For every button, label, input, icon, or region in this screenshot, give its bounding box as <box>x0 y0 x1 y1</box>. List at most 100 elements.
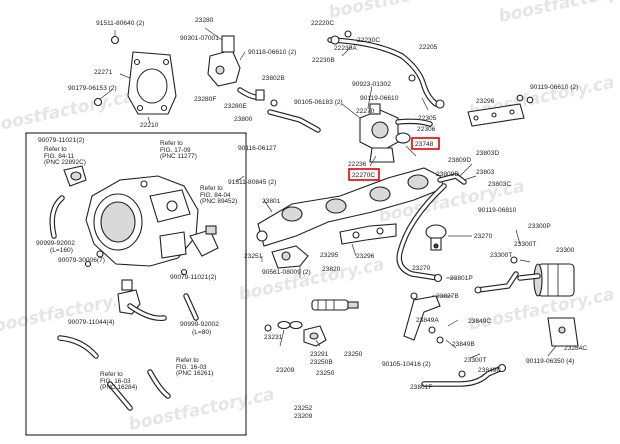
part-label: 90105-06183 (2) <box>294 99 343 106</box>
leader-line <box>315 339 321 347</box>
bolt-part <box>526 96 534 104</box>
injector-gasket-part <box>467 103 525 127</box>
throttle-gasket-part <box>127 51 177 115</box>
part-label: 23300 <box>556 247 575 254</box>
part-label: 23809D <box>436 171 459 178</box>
watermark: boostfactory.ca <box>497 0 620 27</box>
part-label: 23209 <box>294 413 313 420</box>
part-label: 91511-80845 (2) <box>228 179 276 186</box>
part-label: 22306 <box>417 126 436 133</box>
part-label: 23803D <box>476 150 499 157</box>
part-label: 90079-11044(4) <box>68 319 114 326</box>
part-label: 22230B <box>312 57 335 64</box>
throttle-position-sensor-part <box>189 225 219 257</box>
watermark: boostfactory.ca <box>127 384 276 434</box>
part-label: 23251 <box>244 253 263 260</box>
part-label: 23252 <box>294 405 313 412</box>
leader-line <box>99 89 113 100</box>
part-label: 22230A <box>334 45 357 52</box>
hose-connector-part <box>395 118 433 144</box>
part-label: 23270 <box>412 265 431 272</box>
fuel-return-pipe-part <box>396 183 447 283</box>
note-label: Refer to <box>44 146 67 153</box>
fuel-pipe-end-part <box>438 174 466 184</box>
part-label: 90116-06127 <box>238 145 277 152</box>
pressure-regulator-part <box>425 224 447 251</box>
clip-part <box>474 286 482 294</box>
part-label: 23849C <box>478 367 501 374</box>
throttle-body-part <box>85 175 199 267</box>
part-label: 23820 <box>322 266 341 273</box>
part-label: 22271 <box>94 69 113 76</box>
part-label: 90079-30006(7) <box>58 257 105 264</box>
part-label: 23809D <box>448 157 471 164</box>
leader-line <box>204 27 223 41</box>
part-label: 90999-92002 <box>180 321 219 328</box>
bolt-part <box>110 35 120 45</box>
part-label: 23250 <box>344 351 363 358</box>
part-label: 23284C <box>564 345 587 352</box>
note-label: FIG. 16-03 <box>176 364 207 371</box>
note-label: FIG. 16-03 <box>100 378 131 385</box>
part-label: 22220C <box>311 20 334 27</box>
note-label: Refer to <box>100 371 123 378</box>
part-label: 23801 <box>262 198 281 205</box>
note-label: Refer to <box>176 357 199 364</box>
clip-part <box>84 260 92 268</box>
part-label: 90119-06810 <box>478 207 517 214</box>
part-label: 90561-08009 (2) <box>262 269 311 276</box>
part-label: 23300P <box>528 223 551 230</box>
part-number-labels: 91511-80640 (2) 23280 90301-07001 90118-… <box>36 17 587 420</box>
air-valve-part <box>359 103 399 163</box>
leader-line <box>119 73 131 79</box>
part-label: 23849A <box>416 317 439 324</box>
part-label: 90105-10416 (2) <box>382 361 431 368</box>
part-label: 90179-06153 (2) <box>68 85 117 92</box>
part-label: 23209 <box>276 367 295 374</box>
note-label: (PNC 16284) <box>100 384 137 391</box>
breather-hose-part <box>327 30 445 109</box>
part-label: 22230C <box>357 37 380 44</box>
injector-seal-part <box>339 223 397 245</box>
fuel-filter-part <box>517 263 575 297</box>
part-label: 23849C <box>468 318 491 325</box>
part-label: 23270 <box>474 233 493 240</box>
watermark: boostfactory.ca <box>0 86 136 136</box>
note-label: FIG. 84-11 <box>44 153 75 160</box>
fuel-feed-hose-part <box>421 363 507 387</box>
air-pipe-part <box>237 87 321 133</box>
watermark: boostfactory.ca <box>327 0 476 23</box>
part-label: 22305 <box>418 115 437 122</box>
fuel-injector-part <box>311 299 359 311</box>
throttle-hose-part <box>49 195 199 411</box>
part-label: 22270C <box>352 172 375 179</box>
note-label: (PNC 16261) <box>176 370 213 377</box>
part-label: 23280F <box>194 96 216 103</box>
part-label: 23827B <box>436 293 459 300</box>
part-label: 23300T <box>464 357 486 364</box>
bolt-part <box>93 97 103 107</box>
part-label: 23803C <box>488 181 511 188</box>
injector-insulator-part <box>271 245 309 269</box>
note-label: (PNC 11277) <box>160 153 197 160</box>
part-label: 90119-06610 <box>360 95 399 102</box>
part-label: 23748 <box>415 141 434 148</box>
part-label: 23300T <box>514 241 536 248</box>
watermark: boostfactory.ca <box>237 254 386 304</box>
part-label: 23250 <box>316 370 335 377</box>
air-temp-sensor-part <box>63 165 87 187</box>
note-label: (PNC 22892C) <box>44 159 86 166</box>
part-label: 90301-07001 <box>180 35 219 42</box>
part-label: 23803 <box>476 169 495 176</box>
part-label: (L=80) <box>192 329 211 336</box>
part-label: 23291 <box>310 351 329 358</box>
part-label: 23300T <box>490 252 512 259</box>
part-label: 91511-80640 (2) <box>96 20 144 27</box>
part-label: 23296 <box>356 253 375 260</box>
part-label: 90923-01302 <box>352 81 391 88</box>
part-label: 23296 <box>476 98 495 105</box>
leader-line <box>147 116 151 124</box>
note-label: Refer to <box>200 185 223 192</box>
